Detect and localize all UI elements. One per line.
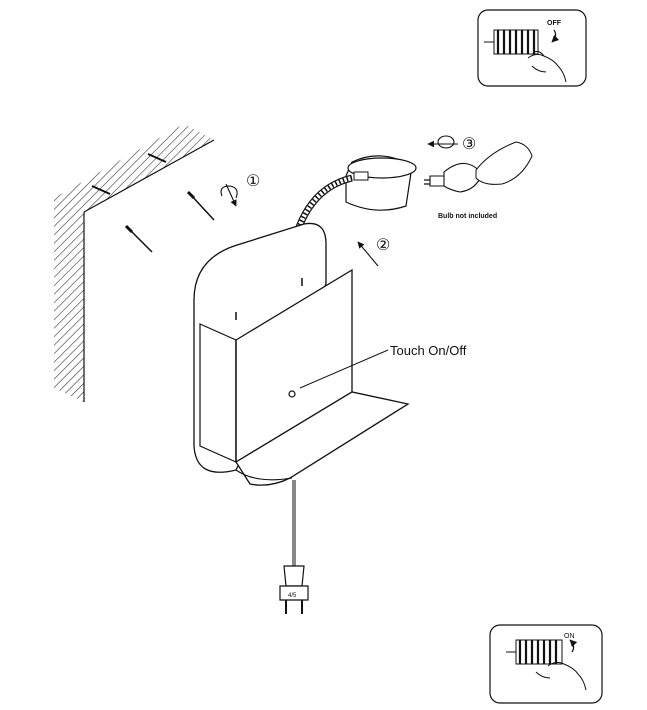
step-2-marker: ② [376,237,390,254]
plug-icon: 4/5 [279,565,309,614]
rotate-arrow-icon [220,183,238,207]
hand-icon [535,661,587,691]
screw-icon [124,224,153,253]
breaker-off-icon [484,29,539,55]
callout-line [299,349,389,389]
bulb-note: Bulb not included [438,213,497,220]
touch-callout: Touch On/Off [390,343,467,358]
step-3-marker: ③ [462,136,476,153]
step-2-arrow [357,241,379,267]
switch-off-label: OFF [547,20,562,27]
side-panel [199,323,237,463]
rotate-arrow-icon [427,135,458,149]
hand-icon [475,141,533,185]
shelf-tray [235,391,410,486]
switch-on-label: ON [564,633,575,640]
breaker-on-panel: ON [489,624,603,704]
plug-marking: 4/5 [288,593,297,599]
breaker-on-icon [506,639,563,665]
breaker-off-panel: OFF [477,9,587,87]
touch-sensor[interactable] [288,390,296,398]
lamp-head [345,155,417,211]
hand-icon [527,51,567,83]
wall [54,124,215,402]
bulb-icon [424,162,483,193]
screw-icon [186,190,215,221]
step-1-marker: ① [246,173,260,190]
